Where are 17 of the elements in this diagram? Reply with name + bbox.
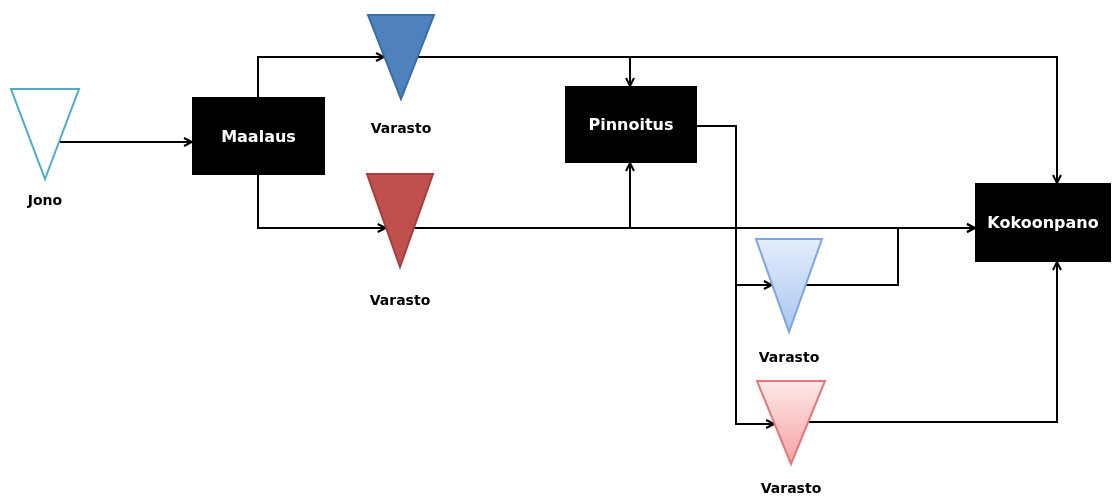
- inventory-label: Varasto: [760, 480, 822, 496]
- inventory-label: Varasto: [370, 120, 432, 136]
- process-label: Pinnoitus: [588, 115, 674, 134]
- process-box: [565, 86, 697, 163]
- inventory-label: Varasto: [758, 349, 820, 365]
- inventory-label: Varasto: [369, 292, 431, 308]
- arrow: [58, 137, 193, 147]
- arrow: [807, 261, 1062, 423]
- process-box: [975, 183, 1111, 262]
- arrow: [257, 174, 387, 233]
- process-box: [192, 97, 325, 175]
- arrow: [805, 223, 976, 286]
- arrow: [257, 52, 385, 98]
- process-label: Kokoonpano: [987, 213, 1099, 232]
- arrow: [696, 125, 776, 429]
- inventory-label: Jono: [27, 192, 63, 208]
- process-label: Maalaus: [221, 126, 296, 146]
